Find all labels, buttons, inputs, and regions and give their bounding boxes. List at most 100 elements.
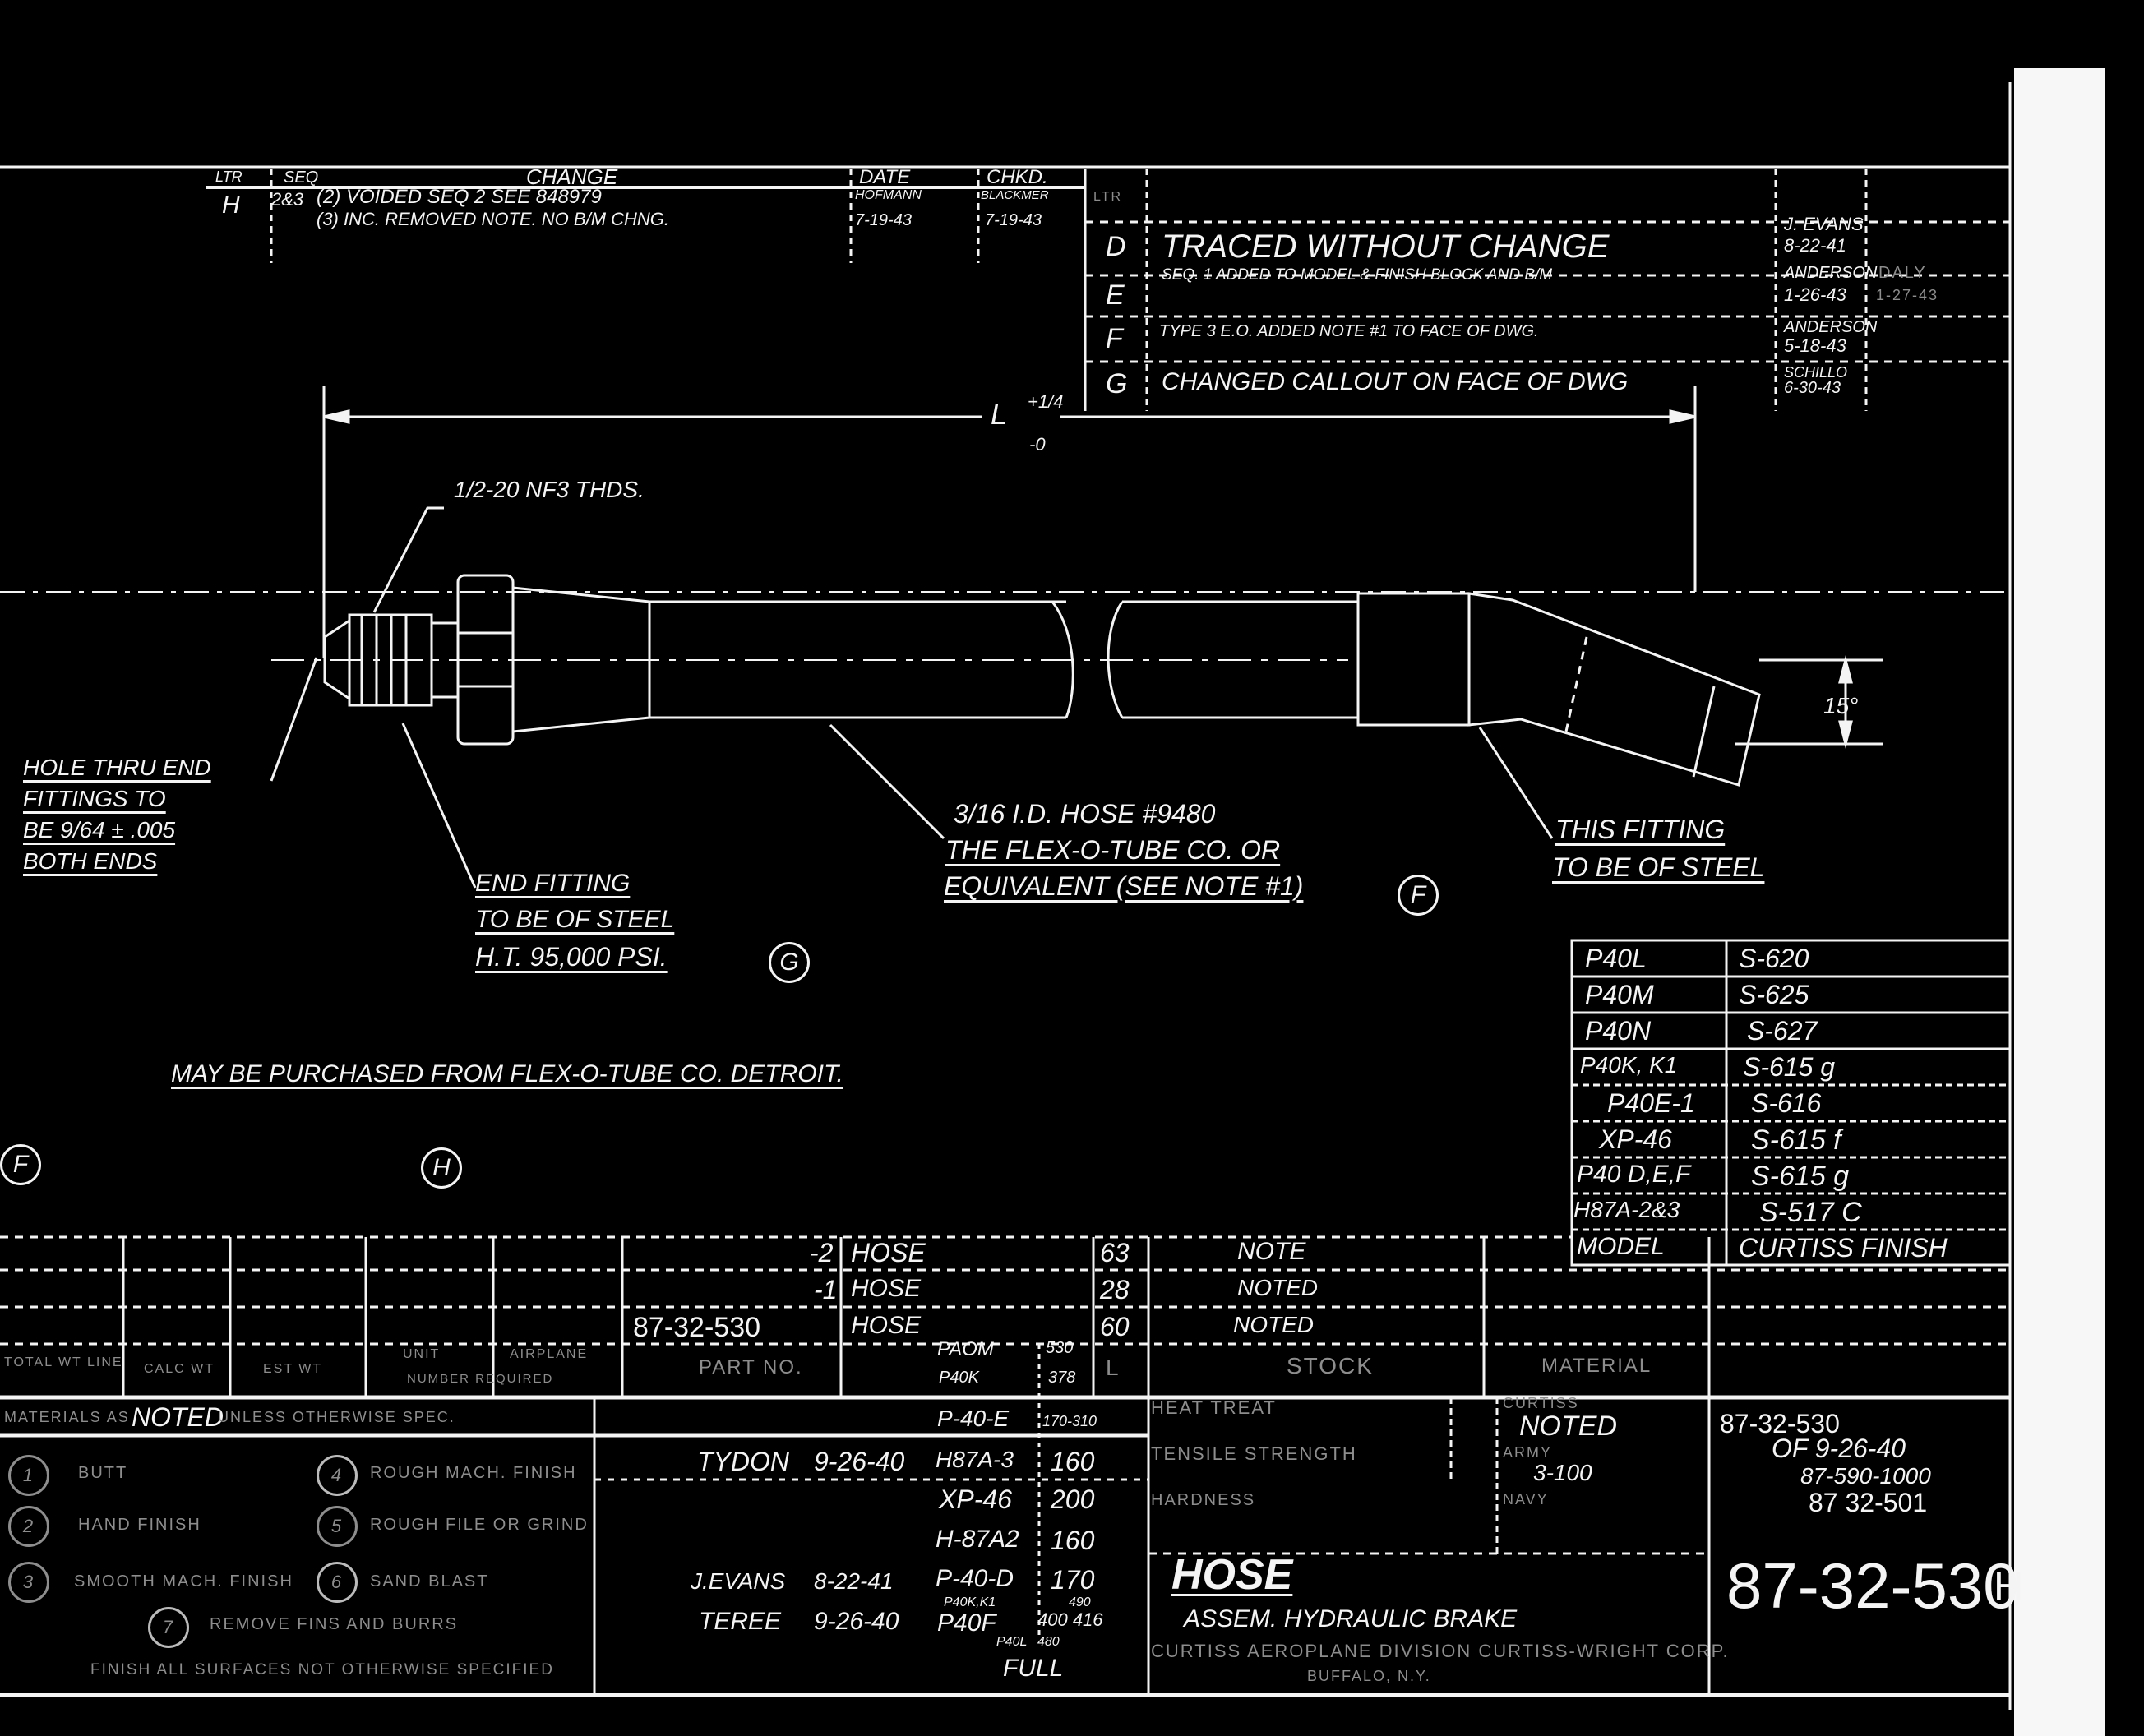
- model-cell: P40M: [1585, 980, 1654, 1009]
- header-total-wt: TOTAL WT LINE: [4, 1355, 123, 1369]
- model-header: MODEL: [1577, 1233, 1665, 1260]
- hose-note-line: 3/16 I.D. HOSE #9480: [954, 799, 1216, 829]
- hole-note-line: FITTINGS TO: [23, 786, 166, 811]
- materials-value: NOTED: [132, 1402, 224, 1432]
- end-fitting-note-line: END FITTING: [475, 870, 631, 897]
- revision-checker-date: 7-19-43: [985, 211, 1042, 229]
- signoff-date: 8-22-41: [814, 1568, 894, 1594]
- finish-number-icon: 5: [317, 1506, 358, 1547]
- finish-cell: S-627: [1747, 1016, 1818, 1046]
- angled-fitting: [1356, 592, 1761, 787]
- finish-cell: S-517 C: [1759, 1197, 1862, 1228]
- drawing-subtitle: ASSEM. HYDRAULIC BRAKE: [1184, 1605, 1518, 1632]
- tolerance-plus: +1/4: [1028, 391, 1064, 412]
- finish-header: CURTISS FINISH: [1739, 1233, 1948, 1263]
- header-calc-wt: CALC WT: [144, 1362, 215, 1376]
- thread-callout: 1/2-20 NF3 THDS.: [454, 477, 645, 502]
- finish-footer: FINISH ALL SURFACES NOT OTHERWISE SPECIF…: [90, 1661, 554, 1678]
- revision-e-checker: DALY: [1878, 264, 1927, 282]
- zone-h-marker: H: [421, 1147, 462, 1189]
- revision-d-letter: D: [1106, 231, 1126, 262]
- signoff-name: TYDON: [697, 1447, 789, 1476]
- length-model: P40F: [937, 1609, 996, 1637]
- revision-d-date: 8-22-41: [1784, 235, 1846, 256]
- model-cell: P40E-1: [1607, 1088, 1695, 1118]
- length-model: H-87A2: [936, 1526, 1019, 1553]
- end-fitting-note-line: H.T. 95,000 PSI.: [475, 942, 668, 972]
- purchase-note: MAY BE PURCHASED FROM FLEX-O-TUBE CO. DE…: [171, 1060, 843, 1087]
- length-model: P40L: [996, 1635, 1028, 1649]
- finish-number-icon: 4: [317, 1455, 358, 1496]
- materials-prefix: MATERIALS AS: [4, 1409, 130, 1425]
- model-cell: P40K, K1: [1580, 1052, 1678, 1078]
- this-fitting-note-line: TO BE OF STEEL: [1552, 852, 1765, 882]
- length-value: 200: [1051, 1484, 1095, 1514]
- signoff-date: 9-26-40: [814, 1608, 899, 1635]
- model-cell: H87A-2&3: [1573, 1197, 1680, 1222]
- company-name: CURTISS AEROPLANE DIVISION CURTISS-WRIGH…: [1151, 1641, 1730, 1661]
- revision-g-date: 6-30-43: [1784, 379, 1841, 397]
- reference-line: 87 32-501: [1809, 1488, 1928, 1517]
- reference-line: 87-32-530: [1720, 1409, 1840, 1438]
- length-value: 490: [1069, 1595, 1091, 1609]
- finish-label: ROUGH FILE OR GRIND: [370, 1516, 589, 1534]
- revision-e-by: ANDERSON: [1784, 264, 1878, 282]
- revision-e-letter: E: [1106, 279, 1125, 311]
- revision-date: 7-19-43: [855, 211, 912, 229]
- reference-line: 87-590-1000: [1800, 1463, 1931, 1489]
- revision-g-letter: G: [1106, 368, 1128, 399]
- bom-l: 28: [1100, 1275, 1130, 1304]
- length-model: P40K: [939, 1369, 979, 1387]
- length-model: H87A-3: [936, 1447, 1014, 1472]
- heat-treat-label: HEAT TREAT: [1151, 1397, 1277, 1418]
- curtiss-label: CURTISS: [1503, 1395, 1579, 1411]
- bom-part: -2: [810, 1238, 834, 1267]
- tensile-strength-label: TENSILE STRENGTH: [1151, 1443, 1357, 1464]
- revision-by: HOFMANN: [855, 188, 922, 202]
- hose-note-line: THE FLEX-O-TUBE CO. OR: [945, 835, 1281, 865]
- length-value: 170: [1051, 1565, 1095, 1595]
- drawing-revision: H: [1994, 1563, 2024, 1609]
- hose-note-line: EQUIVALENT (SEE NOTE #1): [944, 871, 1304, 901]
- header-ltr-2: LTR: [1093, 190, 1123, 204]
- finish-cell: S-625: [1739, 980, 1809, 1009]
- bom-name: HOSE: [851, 1312, 922, 1339]
- finish-cell: S-615 f: [1751, 1124, 1841, 1156]
- header-change: CHANGE: [526, 164, 618, 189]
- revision-g-text: CHANGED CALLOUT ON FACE OF DWG: [1162, 368, 1629, 395]
- reference-line: OF 9-26-40: [1772, 1434, 1906, 1463]
- finish-cell: S-620: [1739, 944, 1809, 973]
- dimension-l: L: [991, 397, 1008, 431]
- army-label: ARMY: [1503, 1444, 1553, 1461]
- revision-d-text: TRACED WITHOUT CHANGE: [1162, 229, 1610, 265]
- header-airplane: AIRPLANE: [510, 1347, 589, 1361]
- revision-f-letter: F: [1106, 323, 1123, 354]
- revision-f-date: 5-18-43: [1784, 335, 1846, 356]
- end-fitting-note-line: TO BE OF STEEL: [475, 906, 675, 933]
- hole-note-line: BE 9/64 ± .005: [23, 817, 176, 843]
- header-seq: SEQ: [284, 169, 319, 187]
- revision-line-1: (2) VOIDED SEQ 2 SEE 848979: [317, 186, 602, 208]
- revision-ref-f-icon: F: [1398, 875, 1439, 916]
- finish-cell: S-615 g: [1743, 1052, 1836, 1082]
- angle-callout: 15°: [1823, 693, 1859, 718]
- length-value: 160: [1051, 1526, 1095, 1555]
- length-model: P-40-E: [937, 1406, 1010, 1431]
- revision-e-date: 1-26-43: [1784, 284, 1846, 305]
- header-part-no: PART NO.: [699, 1356, 803, 1378]
- revision-d-by: J. EVANS: [1784, 214, 1864, 234]
- length-model: XP-46: [939, 1484, 1012, 1514]
- model-cell: XP-46: [1599, 1124, 1672, 1154]
- model-cell: P40 D,E,F: [1577, 1161, 1691, 1188]
- hole-note-line: HOLE THRU END: [23, 755, 211, 780]
- finish-number-icon: 3: [8, 1562, 49, 1603]
- length-model: P40K,K1: [944, 1595, 996, 1609]
- finish-label: BUTT: [78, 1464, 128, 1482]
- zone-f-marker: F: [0, 1144, 41, 1185]
- bom-name: HOSE: [851, 1275, 922, 1302]
- revision-f-by: ANDERSON: [1784, 318, 1878, 336]
- header-stock: STOCK: [1287, 1353, 1374, 1378]
- header-material: MATERIAL: [1541, 1355, 1652, 1377]
- army-value: 3-100: [1533, 1460, 1592, 1485]
